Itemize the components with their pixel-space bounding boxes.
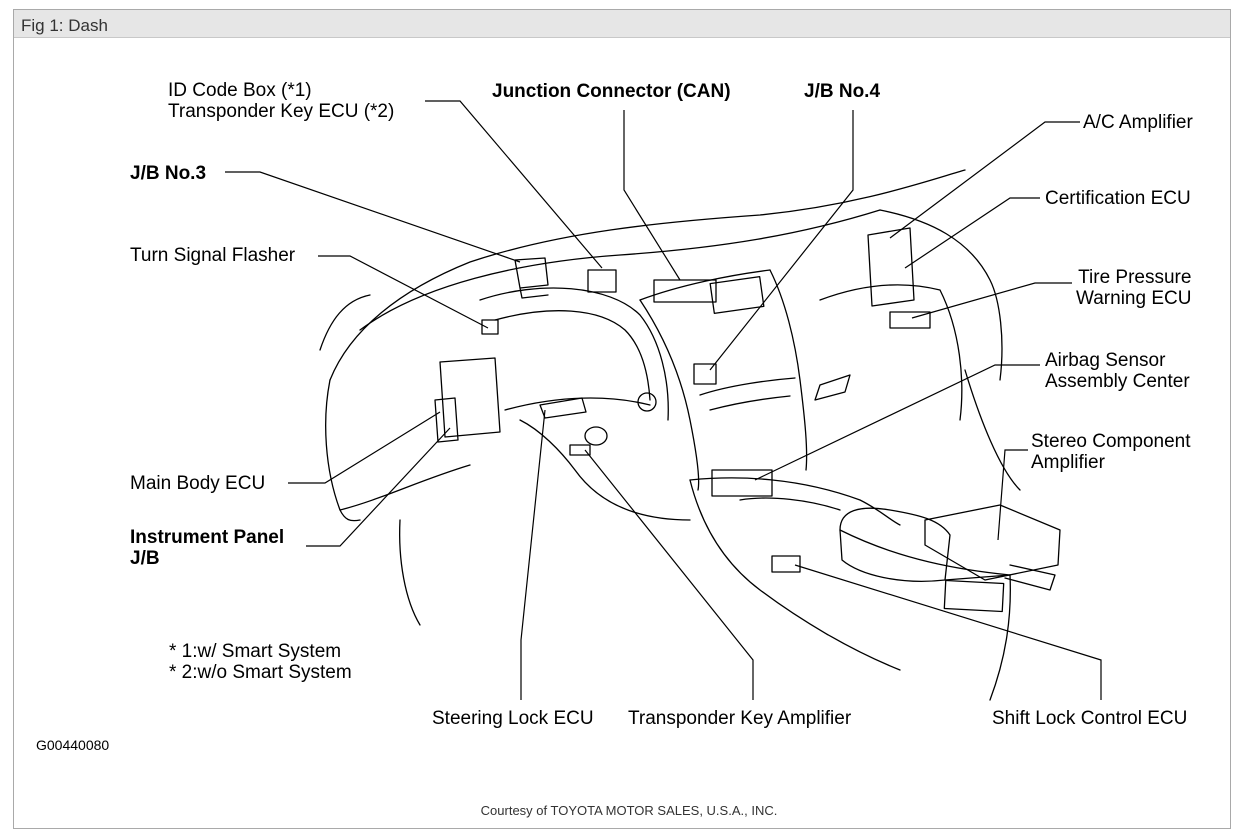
leader-turn-signal (318, 255, 489, 329)
leader-airbag (754, 364, 1040, 481)
airbag-sensor-component (711, 469, 773, 497)
stereo-amplifier-component (924, 504, 1061, 581)
figure-credit: Courtesy of TOYOTA MOTOR SALES, U.S.A., … (480, 803, 778, 818)
center-display (709, 276, 765, 314)
dash-left-end (325, 379, 361, 522)
label-stereo-amplifier: Stereo Component Amplifier (1031, 431, 1191, 473)
console-rear (944, 574, 1011, 701)
console-left (689, 479, 901, 671)
glovebox-outline (819, 284, 963, 421)
label-stereo-line1: Stereo Component (1031, 431, 1191, 452)
label-id-code-box: ID Code Box (*1) Transponder Key ECU (*2… (168, 80, 394, 122)
label-jb-no4: J/B No.4 (804, 81, 881, 102)
leader-id-code-box (425, 100, 603, 269)
label-stereo-line2: Amplifier (1031, 452, 1105, 473)
leader-stereo (997, 449, 1028, 541)
console-rear-vent (943, 579, 1005, 613)
cluster-hood-inner (494, 310, 651, 401)
main-body-ecu-component (434, 397, 459, 443)
label-instrument-panel-line1: Instrument Panel (130, 527, 285, 548)
tire-pressure-component (889, 311, 931, 329)
jb-no4-component (693, 363, 717, 385)
label-tire-pressure: Tire Pressure Warning ECU (1076, 267, 1191, 309)
figure-id-code: G00440080 (36, 737, 110, 753)
center-stack-top (639, 269, 771, 301)
label-id-code-box-line1: ID Code Box (*1) (168, 80, 312, 101)
leader-tire-pressure (911, 282, 1072, 319)
leader-instrument-panel (306, 427, 451, 547)
leader-shift-lock (794, 564, 1102, 700)
jb-no3-component (514, 257, 549, 299)
steering-lock-component (539, 397, 587, 419)
dash-left-lower (339, 464, 471, 511)
label-airbag-line1: Airbag Sensor (1045, 350, 1166, 371)
label-airbag-sensor: Airbag Sensor Assembly Center (1045, 350, 1190, 392)
transponder-key-amp-component (569, 444, 591, 456)
shifter-area (739, 497, 841, 511)
shift-lock-component (771, 555, 801, 573)
glovebox-handle (814, 374, 851, 401)
leader-junction-connector (623, 110, 681, 281)
figure-title-bar: Fig 1: Dash (14, 10, 1230, 38)
label-instrument-panel-jb: Instrument Panel J/B (130, 527, 284, 569)
note-smart-system: * 1:w/ Smart System (169, 641, 342, 662)
leader-transponder-amp (584, 449, 754, 700)
figure-title: Fig 1: Dash (21, 16, 108, 35)
leader-steering-lock (520, 409, 546, 700)
leader-certification-ecu (904, 197, 1040, 269)
windshield-edge (319, 294, 371, 351)
stereo-bracket (1004, 564, 1056, 591)
dash-top-inner (359, 209, 881, 331)
dash-top-outline (329, 169, 966, 381)
junction-connector-component (653, 279, 717, 303)
leader-jb-no4 (709, 110, 854, 371)
center-stack-left (639, 299, 700, 491)
console-right (839, 529, 1011, 576)
console-top (689, 477, 901, 526)
dash-knob (637, 392, 657, 412)
leader-main-body-ecu (288, 411, 441, 484)
label-airbag-line2: Assembly Center (1045, 371, 1190, 392)
notes: * 1:w/ Smart System * 2:w/o Smart System (169, 641, 352, 683)
door-panel-edge (399, 519, 421, 626)
label-tire-pressure-line2: Warning ECU (1076, 288, 1192, 309)
ac-amplifier-component (867, 227, 915, 307)
label-jb-no3: J/B No.3 (130, 163, 207, 184)
armrest (839, 507, 951, 582)
steering-column (519, 419, 691, 521)
label-id-code-box-line2: Transponder Key ECU (*2) (168, 101, 395, 122)
note-no-smart-system: * 2:w/o Smart System (169, 662, 352, 683)
dash-right-lower (964, 369, 1021, 491)
label-turn-signal-flasher: Turn Signal Flasher (130, 245, 296, 266)
leader-jb-no3 (225, 171, 521, 263)
column-ring (584, 426, 608, 446)
label-instrument-panel-line2: J/B (130, 548, 160, 569)
instrument-panel-jb-component (439, 357, 501, 438)
label-steering-lock-ecu: Steering Lock ECU (432, 708, 594, 729)
figure-frame: Fig 1: Dash (13, 9, 1231, 829)
cluster-bottom (504, 397, 651, 411)
label-tire-pressure-line1: Tire Pressure (1078, 267, 1192, 288)
label-ac-amplifier: A/C Amplifier (1083, 112, 1193, 133)
cluster-hood (479, 287, 669, 421)
center-controls (699, 377, 796, 396)
label-transponder-key-amp: Transponder Key Amplifier (628, 708, 852, 729)
label-junction-connector: Junction Connector (CAN) (492, 81, 731, 102)
label-shift-lock-ecu: Shift Lock Control ECU (992, 708, 1188, 729)
turn-signal-flasher-component (481, 319, 499, 335)
center-stack-right (769, 269, 808, 471)
id-code-box-component (587, 269, 617, 293)
center-vent (709, 395, 791, 411)
label-certification-ecu: Certification ECU (1045, 188, 1191, 209)
dash-right-edge (879, 209, 1003, 381)
leader-ac-amplifier (889, 121, 1080, 239)
label-main-body-ecu: Main Body ECU (130, 473, 266, 494)
